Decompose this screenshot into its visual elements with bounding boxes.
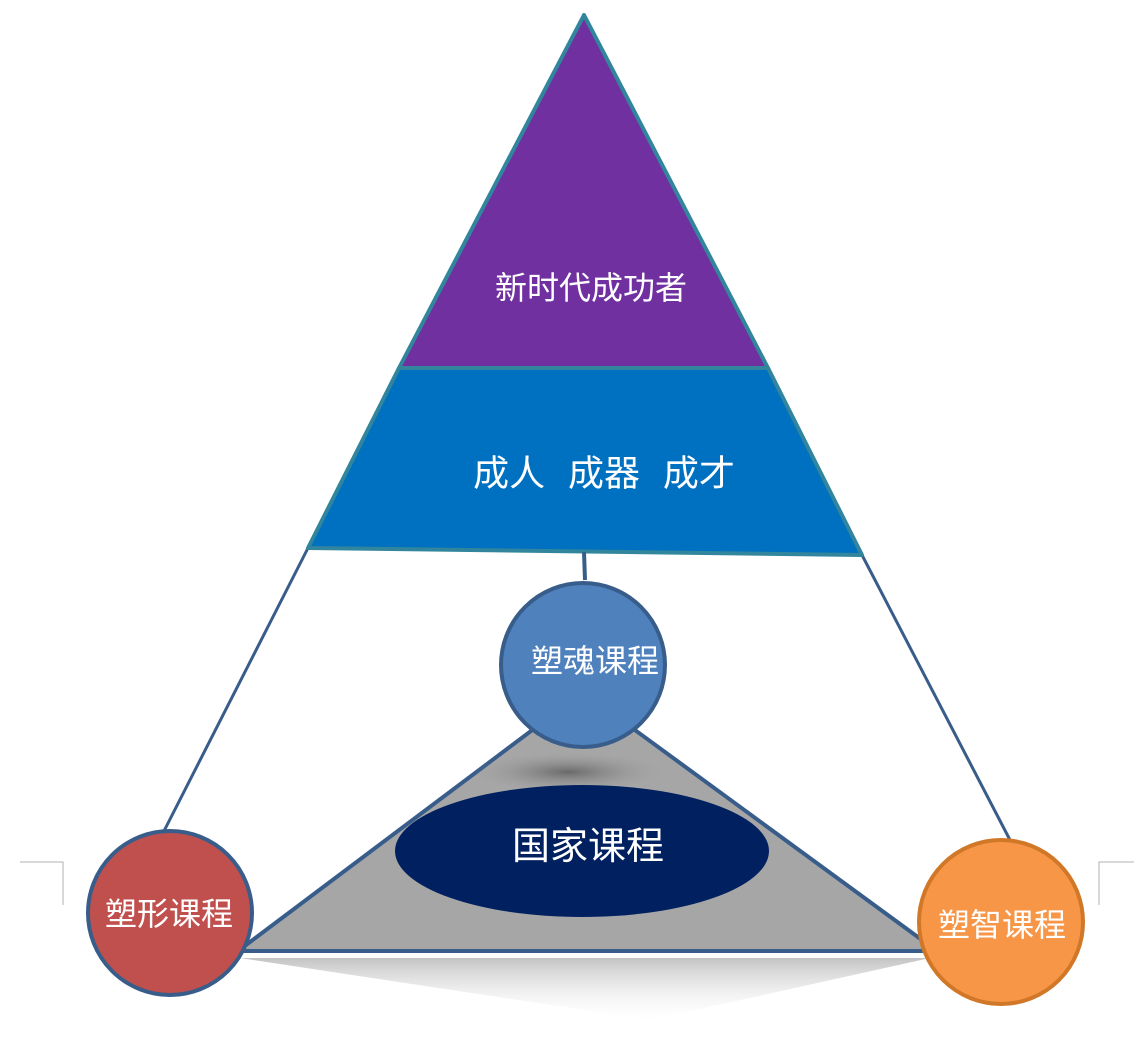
pyramid-top [397,13,770,370]
soul-node [499,581,667,749]
wisdom-node-label: 塑智课程 [938,906,1066,944]
outer-edge-left [161,547,310,834]
soul-node-label: 塑魂课程 [531,642,659,680]
form-node-label: 塑形课程 [105,895,233,933]
pyramid-top-label: 新时代成功者 [495,269,687,307]
core-ellipse [395,785,769,917]
outer-edge-right [860,554,1012,841]
corner-mark-right [1098,861,1134,905]
soul-node-shadow [473,752,663,792]
base-reflection-shadow [240,958,930,1020]
corner-mark-left [20,861,64,905]
pyramid-middle-label: 成人 成器 成才 [473,454,735,495]
wisdom-node [917,838,1085,1006]
form-node [86,829,254,997]
connector-line [582,551,587,581]
core-label: 国家课程 [512,824,664,868]
